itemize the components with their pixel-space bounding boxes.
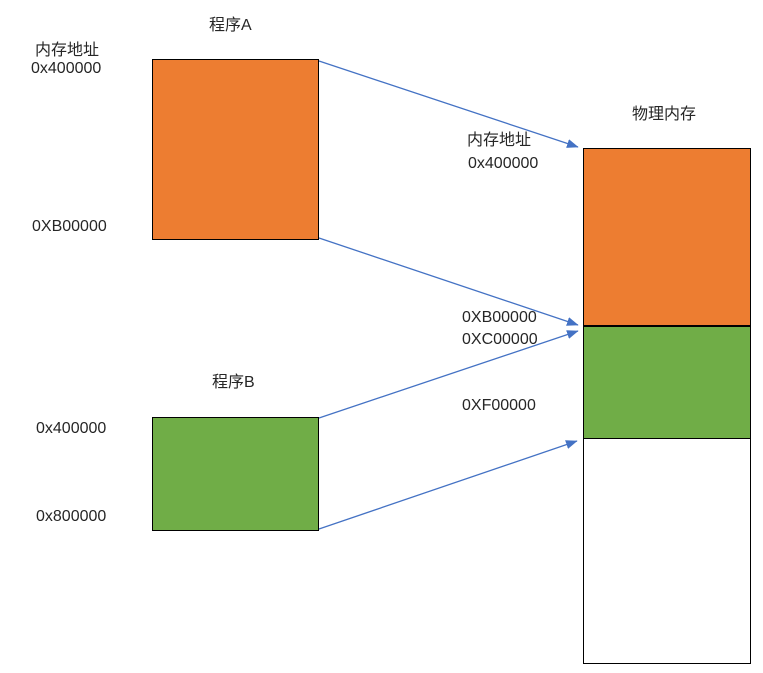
program-b-title: 程序B [212, 374, 255, 391]
physical-segment-program-a [584, 149, 750, 327]
physical-segment-a-end-address: 0XB00000 [462, 309, 537, 326]
arrow-a-start-to-phys [318, 60, 579, 148]
program-a-addr-heading: 内存地址 [35, 42, 100, 59]
physical-memory-box [583, 148, 751, 664]
program-b-end-address: 0x800000 [36, 508, 107, 525]
physical-memory-addr-heading: 内存地址 [467, 132, 532, 149]
arrow-a-end-to-phys [318, 237, 579, 326]
program-b-memory-block [152, 417, 319, 531]
program-b-start-address: 0x400000 [36, 420, 107, 437]
physical-segment-b-end-address: 0XF00000 [462, 397, 536, 414]
physical-memory-start-address: 0x400000 [468, 155, 539, 172]
program-a-start-address: 0x400000 [31, 60, 102, 77]
physical-segment-b-start-address: 0XC00000 [462, 331, 538, 348]
physical-segment-free [584, 439, 750, 663]
program-a-end-address: 0XB00000 [32, 218, 107, 235]
physical-segment-program-b [584, 327, 750, 439]
arrow-b-start-to-phys [318, 330, 579, 419]
program-a-memory-block [152, 59, 319, 240]
arrow-b-end-to-phys [318, 440, 578, 530]
program-a-title: 程序A [209, 17, 252, 34]
physical-memory-title: 物理内存 [632, 106, 697, 123]
